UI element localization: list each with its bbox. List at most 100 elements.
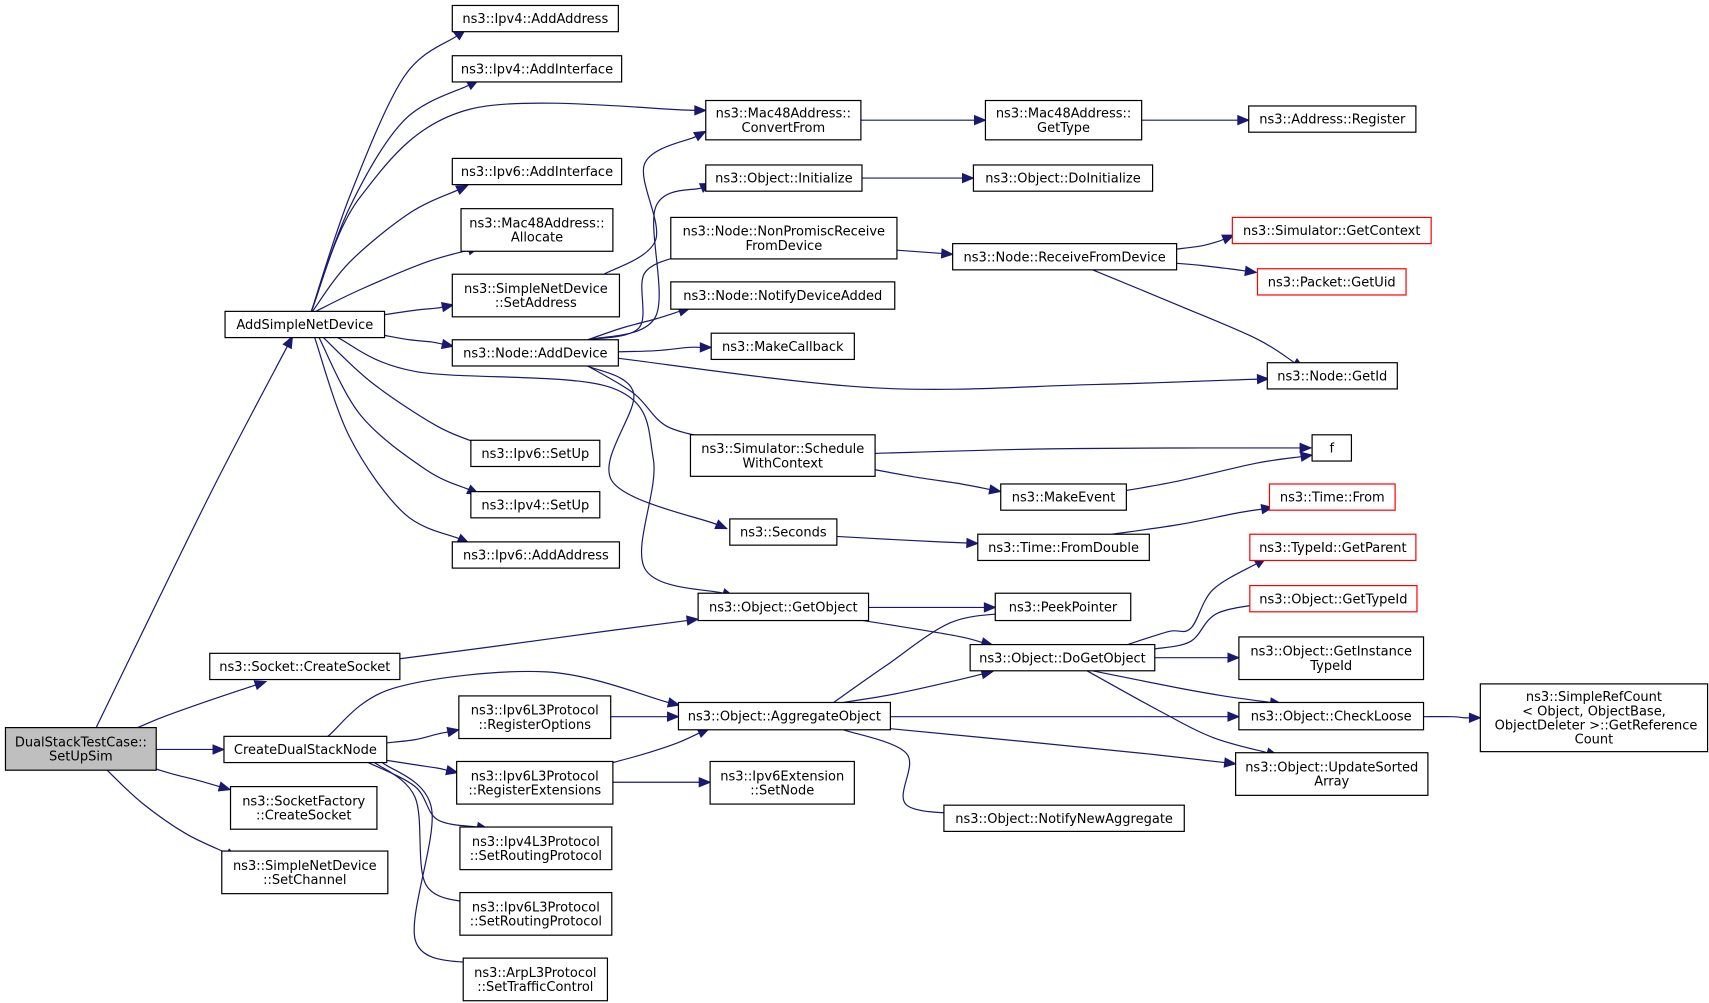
node-ipv6addif[interactable]: ns3::Ipv6::AddInterface [451, 157, 623, 186]
edge-objaggr-to-objdogetobj [843, 669, 995, 704]
node-label-line: ns3::Simulator::Schedule [701, 442, 864, 457]
edge-line [337, 337, 724, 594]
node-label-line: ns3::Socket::CreateSocket [219, 660, 390, 675]
arrowhead [282, 335, 294, 350]
node-createsocket[interactable]: ns3::Socket::CreateSocket [209, 652, 401, 681]
edge-addsimplenet-to-snsetaddr [384, 301, 455, 316]
node-f[interactable]: f [1311, 434, 1353, 462]
node-createdualstack[interactable]: CreateDualStackNode [223, 735, 388, 764]
node-makecallback[interactable]: ns3::MakeCallback [710, 332, 855, 361]
node-simgetctx[interactable]: ns3::Simulator::GetContext [1231, 216, 1432, 245]
node-label-line: ns3::Object::UpdateSorted [1245, 761, 1418, 776]
node-objaggr[interactable]: ns3::Object::AggregateObject [677, 701, 891, 731]
node-box [710, 332, 855, 361]
node-label-line: DualStackTestCase:: [15, 735, 147, 750]
node-peekpointer[interactable]: ns3::PeekPointer [994, 592, 1132, 622]
node-box [670, 216, 898, 260]
node-objgettypeid[interactable]: ns3::Object::GetTypeId [1249, 584, 1418, 613]
arrowhead [699, 342, 713, 353]
node-macgettype[interactable]: ns3::Mac48Address::GetType [984, 99, 1143, 141]
arrowhead [1237, 114, 1251, 126]
edge-objgetobj-to-peekpointer [868, 602, 997, 613]
node-label-line: ns3::Ipv6::SetUp [481, 447, 589, 462]
node-objinit[interactable]: ns3::Object::Initialize [705, 164, 863, 192]
node-snsetaddr[interactable]: ns3::SimpleNetDevice::SetAddress [451, 273, 621, 318]
node-addsimplenet[interactable]: AddSimpleNetDevice [224, 310, 386, 339]
node-label-line: ns3::SocketFactory [242, 794, 365, 809]
edge-nodeadddev-to-seconds [587, 365, 729, 530]
node-box [460, 208, 614, 252]
node-box [994, 592, 1132, 622]
edge-line [386, 731, 449, 744]
node-objnotifyaggr[interactable]: ns3::Object::NotifyNewAggregate [943, 804, 1185, 832]
edge-line [833, 612, 1010, 703]
edge-line [322, 337, 483, 446]
edge-line [386, 759, 447, 771]
node-objdogetobj[interactable]: ns3::Object::DoGetObject [969, 643, 1156, 672]
node-arpsettc[interactable]: ns3::ArpL3Protocol::SetTrafficControl [462, 957, 609, 1002]
node-makeevent[interactable]: ns3::MakeEvent [1000, 483, 1127, 511]
node-label-line: ns3::Ipv4::AddAddress [462, 12, 608, 27]
node-addrregister[interactable]: ns3::Address::Register [1248, 105, 1417, 133]
node-nodeadddev[interactable]: ns3::Node::AddDevice [451, 339, 619, 367]
node-nodercvfromdev[interactable]: ns3::Node::ReceiveFromDevice [952, 243, 1178, 271]
node-ipv6l3regext[interactable]: ns3::Ipv6L3Protocol::RegisterExtensions [456, 760, 614, 805]
node-objdoinit[interactable]: ns3::Object::DoInitialize [972, 164, 1154, 192]
call-edges [95, 28, 1482, 969]
node-objcheckloose[interactable]: ns3::Object::CheckLoose [1238, 701, 1425, 731]
edge-line [311, 189, 459, 312]
node-objgetobj[interactable]: ns3::Object::GetObject [697, 592, 870, 622]
node-ipv4addaddr[interactable]: ns3::Ipv4::AddAddress [451, 4, 619, 33]
edge-nodenonprom-to-nodercvfromdev [896, 248, 955, 259]
node-typeidgetparent[interactable]: ns3::TypeId::GetParent [1249, 533, 1417, 562]
node-label-line: ns3::Node::GetId [1277, 369, 1387, 384]
node-label-line: ConvertFrom [742, 121, 826, 136]
edge-line [874, 469, 990, 491]
edge-dualstack-to-createsocket [137, 680, 268, 729]
node-label-line: Array [1314, 775, 1349, 790]
node-seconds[interactable]: ns3::Seconds [729, 518, 838, 546]
node-timefromdouble[interactable]: ns3::Time::FromDouble [977, 533, 1150, 562]
edge-addsimplenet-to-ipv6addaddr [314, 337, 471, 544]
node-ipv6l3setrp[interactable]: ns3::Ipv6L3Protocol::SetRoutingProtocol [459, 891, 613, 936]
node-label-line: ns3::Object::NotifyNewAggregate [955, 812, 1173, 827]
node-box [458, 695, 612, 740]
node-label-line: ns3::Object::Initialize [715, 172, 853, 187]
edge-createdualstack-to-objaggr [327, 670, 681, 737]
node-dualstack[interactable]: DualStackTestCase::SetUpSim [4, 727, 157, 771]
arrowhead [961, 172, 975, 184]
node-pktgetuid[interactable]: ns3::Packet::GetUid [1256, 268, 1407, 296]
node-ipv6l3regopt[interactable]: ns3::Ipv6L3Protocol::RegisterOptions [458, 695, 612, 740]
node-ipv4setup[interactable]: ns3::Ipv4::SetUp [470, 491, 601, 519]
edge-ipv6l3regopt-to-objaggr [610, 711, 680, 722]
edge-simsched-to-f [875, 442, 1313, 454]
node-macalloc[interactable]: ns3::Mac48Address::Allocate [460, 208, 614, 252]
node-macconvert[interactable]: ns3::Mac48Address::ConvertFrom [705, 99, 862, 141]
node-label-line: TypeId [1309, 659, 1352, 674]
edge-line [618, 357, 1258, 390]
node-ipv4l3setrp[interactable]: ns3::Ipv4L3Protocol::SetRoutingProtocol [459, 826, 613, 871]
node-box [952, 243, 1178, 271]
arrowhead [440, 301, 455, 313]
node-box [1479, 683, 1709, 753]
node-ipv6addaddr[interactable]: ns3::Ipv6::AddAddress [451, 541, 621, 569]
node-simplerefcount[interactable]: ns3::SimpleRefCount< Object, ObjectBase,… [1479, 683, 1709, 753]
node-nodegetid[interactable]: ns3::Node::GetId [1266, 362, 1398, 390]
node-timefrom[interactable]: ns3::Time::From [1268, 483, 1396, 511]
node-ipv6extsetnode[interactable]: ns3::Ipv6Extension::SetNode [709, 760, 855, 805]
node-label-line: ns3::Node::NotifyDeviceAdded [683, 289, 882, 304]
edge-line [587, 365, 717, 525]
node-box [670, 281, 896, 310]
node-box [697, 592, 870, 622]
node-nodenotify[interactable]: ns3::Node::NotifyDeviceAdded [670, 281, 896, 310]
node-setchannel[interactable]: ns3::SimpleNetDevice::SetChannel [221, 850, 389, 895]
node-sockfactory[interactable]: ns3::SocketFactory::CreateSocket [229, 785, 378, 830]
node-ipv4addif[interactable]: ns3::Ipv4::AddInterface [451, 55, 623, 83]
edge-line [603, 136, 697, 275]
node-ipv6setup[interactable]: ns3::Ipv6::SetUp [470, 439, 601, 468]
edge-snsetaddr-to-macconvert [603, 130, 707, 275]
